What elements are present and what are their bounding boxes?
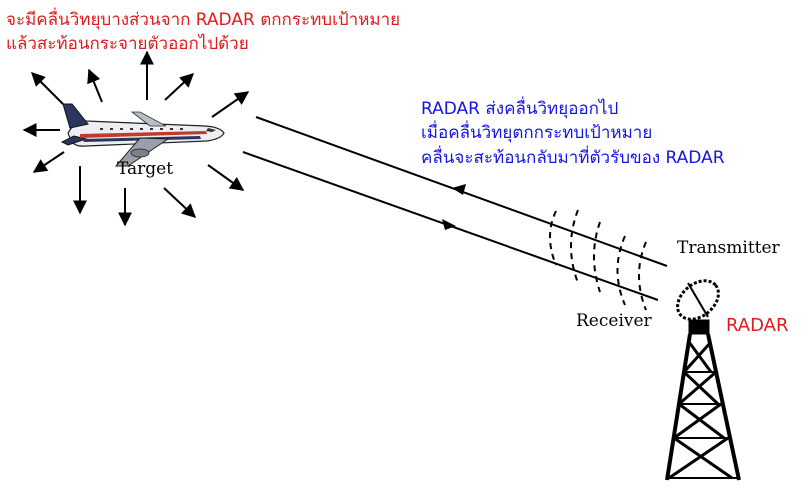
radio-waves [549, 209, 647, 311]
airplane-icon [60, 103, 225, 167]
scatter-arrows [22, 50, 250, 227]
target-label: Target [117, 159, 174, 179]
radar-tower-icon [665, 279, 741, 481]
scatter-arrow-right-down [207, 164, 245, 191]
transmitter-label: Transmitter [677, 238, 780, 258]
radar-caption-line-2: เมื่อคลื่นวิทยุตกกระทบเป้าหมาย [421, 123, 653, 143]
scatter-arrow-up-left [31, 72, 64, 105]
scatter-arrow-right-up [211, 91, 250, 118]
scatter-arrow-up-left-2 [87, 68, 103, 103]
beam-upper-arrowhead [452, 184, 466, 195]
receiver-label: Receiver [576, 311, 652, 331]
radar-label: RADAR [726, 315, 789, 336]
beam-lower-arrowhead [442, 219, 456, 230]
scatter-arrow-up-right [164, 73, 195, 101]
scatter-arrow-down-right [163, 187, 197, 218]
reflection-caption-line-2: แล้วสะท้อนกระจายตัวออกไปด้วย [6, 34, 249, 54]
reflection-caption-line-1: จะมีคลื่นวิทยุบางส่วนจาก RADAR ตกกระทบเป… [6, 10, 401, 30]
radar-caption-line-1: RADAR ส่งคลื่นวิทยุออกไป [421, 99, 619, 119]
radar-caption-line-3: คลื่นจะสะท้อนกลับมาที่ตัวรับของ RADAR [421, 148, 725, 168]
scatter-arrow-down-left [32, 151, 65, 173]
